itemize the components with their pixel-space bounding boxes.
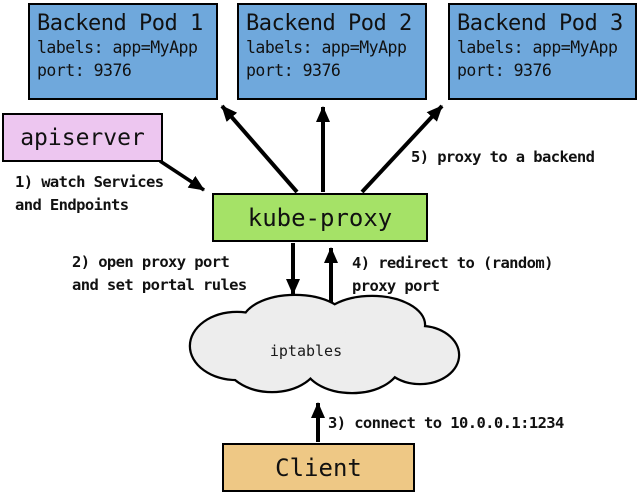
pod-3-port: port: 9376 xyxy=(457,61,552,80)
backend-pod-2: Backend Pod 2 labels: app=MyApp port: 93… xyxy=(237,3,427,100)
kube-proxy-node: kube-proxy xyxy=(212,193,428,242)
step4-annotation: 4) redirect to (random) proxy port xyxy=(352,252,553,298)
backend-pod-3: Backend Pod 3 labels: app=MyApp port: 93… xyxy=(448,3,637,100)
cloud-body xyxy=(191,296,458,392)
backend-pod-1: Backend Pod 1 labels: app=MyApp port: 93… xyxy=(28,3,218,100)
kube-proxy-label: kube-proxy xyxy=(247,203,393,232)
step5-line1: 5) proxy to a backend xyxy=(411,148,595,166)
arrow-kubeproxy-to-pod3 xyxy=(360,104,444,194)
step4-line2: proxy port xyxy=(352,277,440,295)
client-label: Client xyxy=(275,453,362,482)
pod-3-title: Backend Pod 3 xyxy=(457,11,623,36)
step5-annotation: 5) proxy to a backend xyxy=(411,146,595,169)
pod-3-labels: labels: app=MyApp xyxy=(457,38,618,57)
iptables-label: iptables xyxy=(270,342,342,360)
step4-line1: 4) redirect to (random) xyxy=(352,254,553,272)
step2-line2: and set portal rules xyxy=(72,276,247,294)
step2-annotation: 2) open proxy port and set portal rules xyxy=(72,251,247,297)
step2-line1: 2) open proxy port xyxy=(72,253,230,271)
apiserver-label: apiserver xyxy=(20,124,145,151)
pod-1-port: port: 9376 xyxy=(37,61,132,80)
pod-1-labels: labels: app=MyApp xyxy=(37,38,198,57)
step3-annotation: 3) connect to 10.0.0.1:1234 xyxy=(328,412,564,435)
step1-annotation: 1) watch Services and Endpoints xyxy=(15,171,164,217)
pod-2-title: Backend Pod 2 xyxy=(246,11,412,36)
step3-line1: 3) connect to 10.0.0.1:1234 xyxy=(328,414,564,432)
apiserver-node: apiserver xyxy=(2,113,163,162)
pod-1-title: Backend Pod 1 xyxy=(37,11,203,36)
step1-line2: and Endpoints xyxy=(15,196,129,214)
client-node: Client xyxy=(222,443,415,492)
step1-line1: 1) watch Services xyxy=(15,173,164,191)
arrow-apiserver-to-kubeproxy xyxy=(159,159,205,192)
arrow-kubeproxy-to-pod1 xyxy=(220,104,299,194)
pod-2-port: port: 9376 xyxy=(246,61,341,80)
iptables-cloud: iptables xyxy=(188,293,461,395)
pod-2-labels: labels: app=MyApp xyxy=(246,38,407,57)
